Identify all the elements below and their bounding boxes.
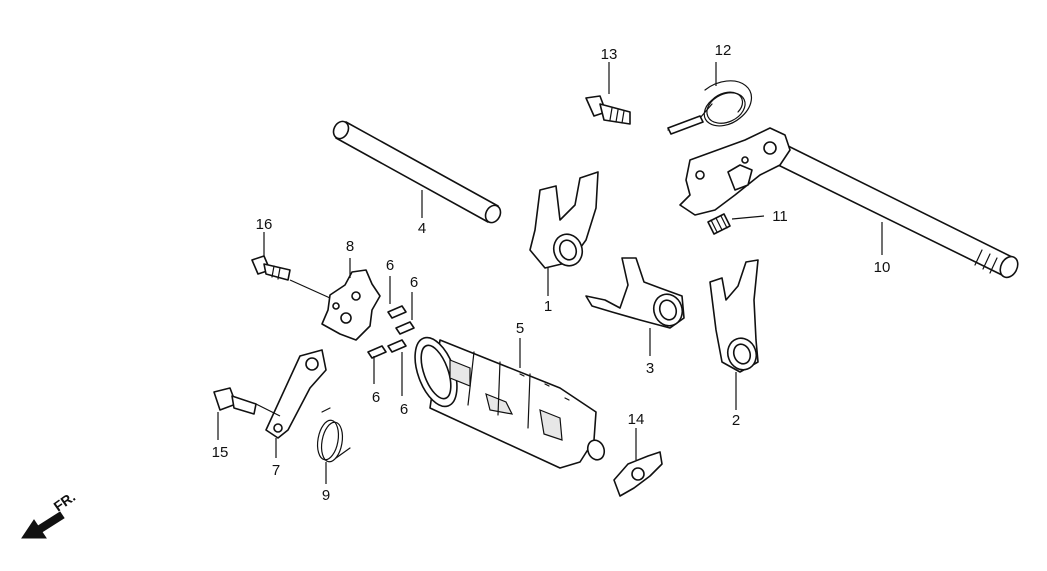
leader-lines	[217, 62, 883, 484]
callouts: 4 1 3 2 5 10 11 12 13 14 8 16 15 7 9 6 6…	[212, 42, 891, 504]
part-fork-shaft	[332, 120, 502, 224]
callout-5: 5	[516, 320, 524, 337]
callout-14: 14	[628, 411, 645, 428]
callout-13: 13	[601, 46, 618, 63]
callout-10: 10	[874, 259, 891, 276]
part-shift-drum	[414, 336, 606, 469]
part-shift-fork-2	[709, 259, 759, 373]
callout-16: 16	[256, 216, 273, 233]
part-shift-fork-1	[529, 171, 599, 269]
callout-2: 2	[732, 412, 740, 429]
callout-9: 9	[322, 487, 330, 504]
part-gearshift-spindle	[679, 127, 1019, 279]
part-stopper-spring	[316, 407, 351, 463]
front-direction-indicator: FR.	[21, 488, 79, 539]
part-shift-fork-3	[585, 257, 685, 329]
part-return-spring-small	[707, 213, 731, 235]
callout-3: 3	[646, 360, 654, 377]
callout-12: 12	[715, 42, 732, 59]
callout-6-c: 6	[372, 389, 380, 406]
part-bolt-15	[213, 387, 257, 415]
part-bolt-16	[251, 255, 291, 281]
part-dowel-pins	[367, 305, 415, 359]
callout-6-a: 6	[386, 257, 394, 274]
callout-15: 15	[212, 444, 229, 461]
front-label: FR.	[51, 488, 79, 514]
part-stopper-arm	[265, 349, 327, 439]
front-arrow-icon	[21, 511, 65, 539]
part-stopper-bolt	[585, 95, 631, 125]
callout-6-d: 6	[400, 401, 408, 418]
callout-1: 1	[544, 298, 552, 315]
callout-7: 7	[272, 462, 280, 479]
callout-8: 8	[346, 238, 354, 255]
callout-4: 4	[418, 220, 426, 237]
part-gearshift-return-spring	[667, 80, 753, 135]
callout-6-b: 6	[410, 274, 418, 291]
callout-11: 11	[772, 208, 788, 225]
part-washer-14	[613, 451, 663, 497]
part-drum-center	[321, 269, 381, 341]
